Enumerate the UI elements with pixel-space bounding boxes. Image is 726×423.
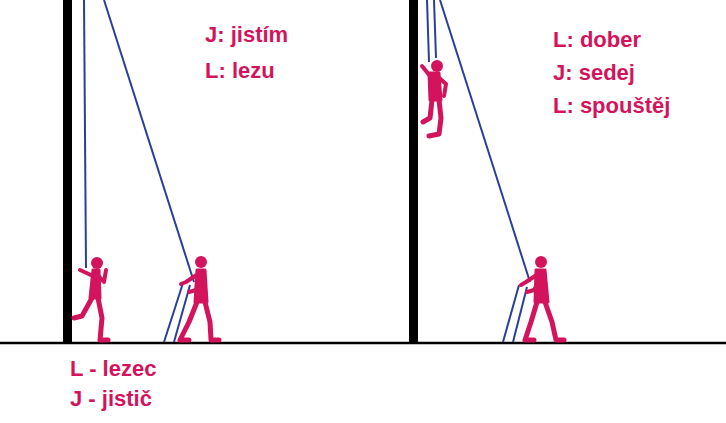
climber-figure <box>422 60 446 136</box>
belayer-figure <box>180 256 219 340</box>
rope <box>427 0 530 342</box>
belayer-figure <box>521 256 564 340</box>
command-label: J - jistič <box>70 386 152 412</box>
command-label: J: sedej <box>553 60 635 86</box>
climbing-wall <box>409 0 418 343</box>
command-label: J: jistím <box>205 22 288 48</box>
command-label: L - lezec <box>70 356 156 382</box>
command-label: L: spouštěj <box>553 93 670 119</box>
rope <box>84 0 194 342</box>
climber-figure <box>74 257 108 340</box>
command-label: L: dober <box>553 27 641 53</box>
climbing-wall <box>63 0 72 343</box>
command-label: L: lezu <box>205 58 275 84</box>
